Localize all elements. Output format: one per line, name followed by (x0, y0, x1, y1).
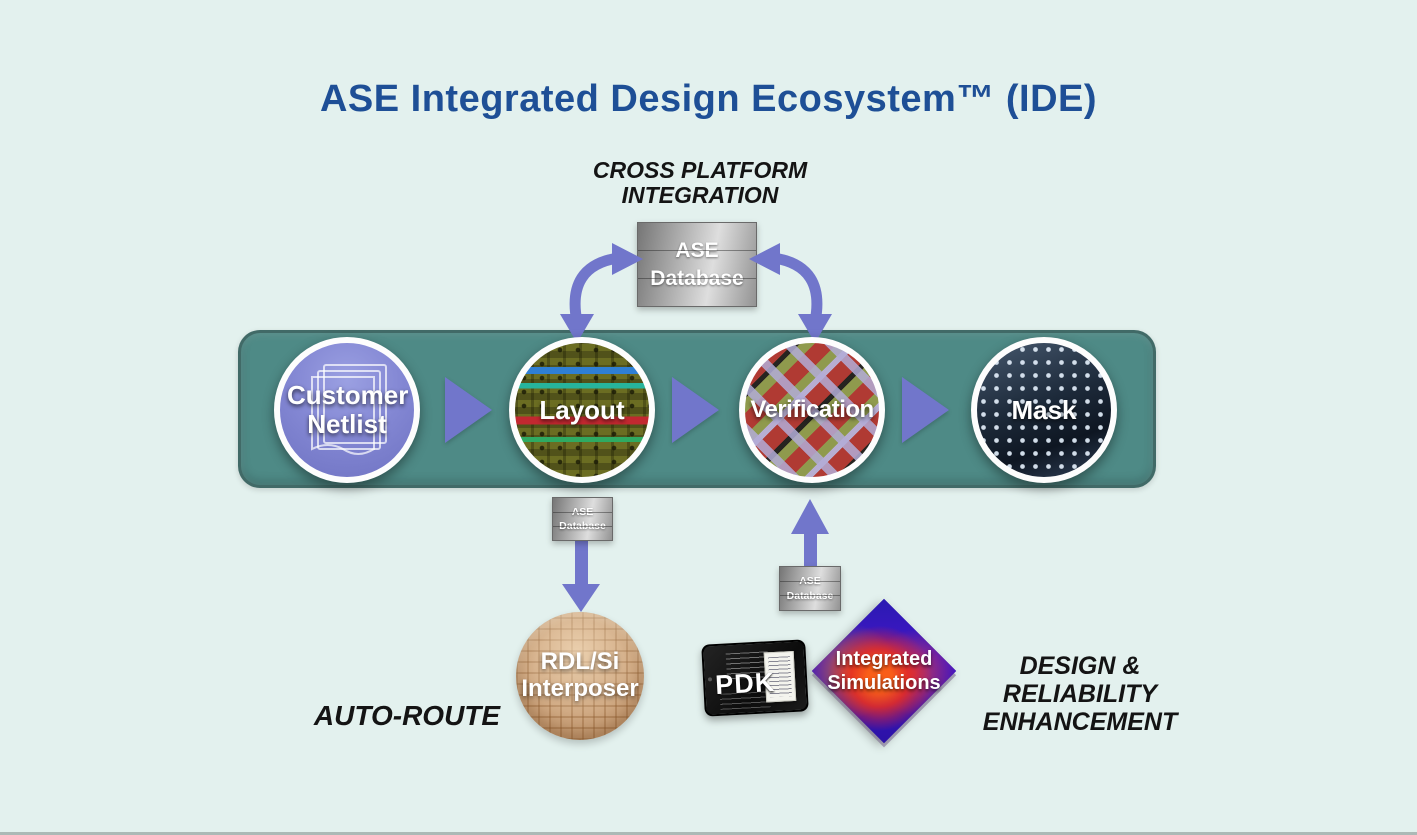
simulations-label: Integrated Simulations (812, 647, 956, 695)
step-label: Verification (750, 396, 874, 423)
ase-database-line1: ASE (675, 239, 719, 263)
simulations-diamond: Integrated Simulations (811, 598, 957, 744)
flow-arrow-3 (902, 377, 949, 443)
flow-arrow-2 (672, 377, 719, 443)
ase-database-line2: Database (650, 266, 744, 290)
simulations-line2: Simulations (827, 672, 941, 694)
step-verification: Verification (739, 337, 885, 483)
curved-arrow-right (749, 243, 832, 343)
step-label: Layout (539, 394, 625, 425)
auto-route-label: AUTO-ROUTE (313, 700, 501, 731)
design-line3: ENHANCEMENT (982, 708, 1178, 736)
up-arrow-to-verification (791, 499, 829, 568)
simulations-line1: Integrated (835, 648, 933, 670)
bottom-edge (0, 832, 1417, 835)
ase-database-box-layout: ASE Database (552, 497, 613, 541)
ase-database-line1: ASE (799, 575, 821, 588)
ase-database-box-verification: ASE Database (779, 566, 841, 611)
step-mask: Mask (971, 337, 1117, 483)
step-customer-netlist: Customer Netlist (274, 337, 420, 483)
netlist-pages-icon (311, 364, 387, 455)
curved-arrow-left (560, 243, 643, 343)
step-layout: Layout (509, 337, 655, 483)
pdk-label: PDK (714, 666, 777, 701)
design-reliability-label: DESIGN & RELIABILITY ENHANCEMENT (972, 652, 1188, 736)
cross-platform-label: CROSS PLATFORM INTEGRATION (500, 158, 900, 208)
page-title: ASE Integrated Design Ecosystem™ (IDE) (319, 78, 1098, 120)
design-line1: DESIGN & (1019, 652, 1141, 680)
ase-database-line2: Database (559, 520, 606, 532)
rdl-interposer-label: RDL/Si Interposer (521, 648, 639, 703)
flow-arrow-1 (445, 377, 492, 443)
cross-platform-line1: CROSS PLATFORM (592, 157, 808, 183)
rdl-interposer-circle: RDL/Si Interposer (516, 612, 644, 740)
ase-database-box-main: ASE Database (637, 222, 757, 307)
cross-platform-line2: INTEGRATION (621, 181, 779, 208)
step-label: Mask (1011, 394, 1077, 425)
design-line2: RELIABILITY (1002, 680, 1158, 708)
pdk-device: PDK (701, 639, 809, 717)
rdl-line2: Interposer (521, 675, 639, 702)
ase-database-line1: ASE (571, 505, 594, 518)
pdk-camera-dot (707, 677, 713, 682)
down-arrow-to-interposer (562, 536, 600, 612)
rdl-line1: RDL/Si (540, 648, 620, 676)
step-label: Customer Netlist (287, 379, 409, 439)
